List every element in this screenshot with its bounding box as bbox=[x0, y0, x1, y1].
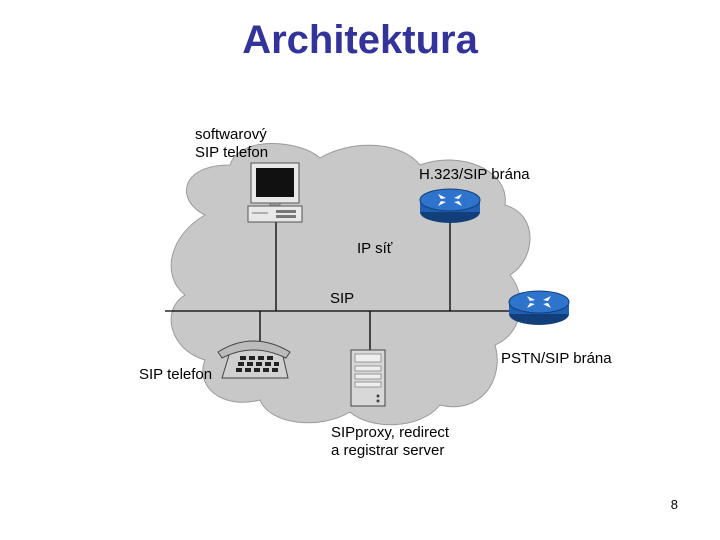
page-number: 8 bbox=[670, 497, 678, 512]
router-icon bbox=[508, 290, 570, 325]
ip-network-label: IP síť bbox=[357, 240, 393, 257]
computer-icon bbox=[247, 162, 303, 223]
h323-gateway-label: H.323/SIP brána bbox=[419, 166, 530, 183]
sip-phone-label: SIP telefon bbox=[139, 366, 213, 383]
slide-title: Architektura bbox=[242, 18, 478, 62]
server-icon bbox=[350, 349, 386, 407]
proxy-server-label: SIPproxy, redirect a registrar server bbox=[331, 424, 449, 460]
phone-icon bbox=[217, 340, 291, 379]
proxy-server-label-line2: a registrar server bbox=[331, 442, 445, 459]
sip-bus-label: SIP bbox=[330, 290, 355, 307]
soft-phone-label-line2: SIP telefon bbox=[195, 144, 269, 161]
proxy-server-label-line1: SIPproxy, redirect bbox=[331, 424, 450, 441]
soft-phone-label: softwarový SIP telefon bbox=[195, 126, 268, 162]
soft-phone-label-line1: softwarový bbox=[195, 126, 267, 143]
pstn-gateway-label: PSTN/SIP brána bbox=[501, 350, 612, 367]
router-icon bbox=[419, 188, 481, 223]
network-links bbox=[165, 222, 515, 350]
